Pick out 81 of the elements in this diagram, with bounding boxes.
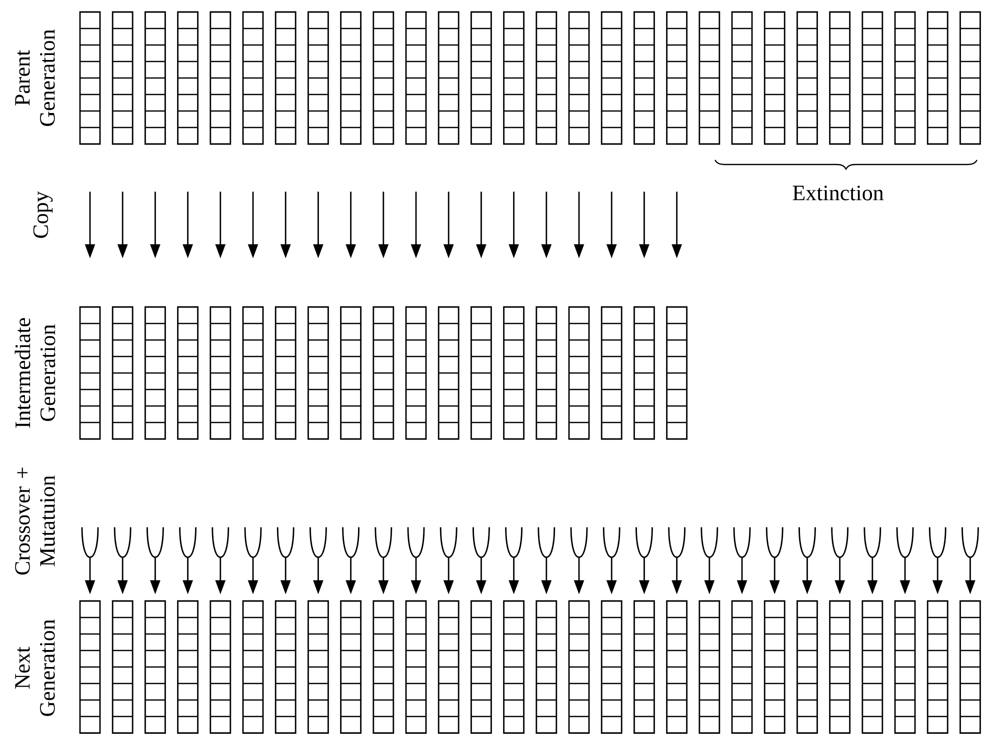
chromosome-bar xyxy=(796,600,818,734)
chromosome-bar xyxy=(405,11,427,145)
chromosome-bar xyxy=(536,600,558,734)
chromosome-bar xyxy=(568,600,590,734)
chromosome-bar xyxy=(764,11,786,145)
chromosome-bar xyxy=(112,600,134,734)
row-label: Copy xyxy=(33,191,53,238)
chromosome-bar xyxy=(568,11,590,145)
chromosome-bar xyxy=(79,306,101,440)
chromosome-bar xyxy=(242,11,264,145)
chromosome-bar xyxy=(274,11,296,145)
chromosome-bar xyxy=(600,306,622,440)
chromosome-bar xyxy=(634,11,655,145)
chromosome-bar xyxy=(144,306,166,440)
chromosome-bar xyxy=(372,600,394,734)
chromosome-bar xyxy=(177,11,198,145)
chromosome-bar xyxy=(438,600,460,734)
row-label: Intermediate Generation xyxy=(14,318,56,428)
chromosome-bar xyxy=(112,11,134,145)
row-label: Parent Generation xyxy=(15,29,55,126)
chromosome-bar xyxy=(829,600,850,734)
chromosome-bar xyxy=(340,306,362,440)
chromosome-bar xyxy=(438,11,460,145)
chromosome-bar xyxy=(242,306,264,440)
chromosome-bar xyxy=(666,11,688,145)
chromosome-bar xyxy=(926,600,948,734)
chromosome-bar xyxy=(503,11,524,145)
row-label: Crossover + Mutatuion xyxy=(15,468,55,575)
chromosome-bar xyxy=(698,600,720,734)
chromosome-bar xyxy=(405,600,427,734)
chromosome-bar xyxy=(438,306,460,440)
chromosome-bar xyxy=(308,600,329,734)
chromosome-bar xyxy=(340,600,362,734)
chromosome-bar xyxy=(796,11,818,145)
chromosome-bar xyxy=(894,11,916,145)
chromosome-bar xyxy=(731,600,753,734)
chromosome-bar xyxy=(503,600,524,734)
chromosome-bar xyxy=(503,306,524,440)
chromosome-bar xyxy=(210,306,232,440)
chromosome-bar xyxy=(308,306,329,440)
chromosome-bar xyxy=(144,600,166,734)
chromosome-bar xyxy=(177,600,198,734)
chromosome-bar xyxy=(894,600,916,734)
chromosome-bar xyxy=(112,306,134,440)
chromosome-bar xyxy=(470,11,492,145)
chromosome-bar xyxy=(274,600,296,734)
chromosome-bar xyxy=(731,11,753,145)
chromosome-bar xyxy=(308,11,329,145)
brace-label: Extinction xyxy=(792,186,884,200)
chromosome-bar xyxy=(210,600,232,734)
chromosome-bar xyxy=(274,306,296,440)
chromosome-bar xyxy=(960,11,981,145)
chromosome-bar xyxy=(862,600,884,734)
chromosome-bar xyxy=(405,306,427,440)
chromosome-bar xyxy=(600,600,622,734)
chromosome-bar xyxy=(666,306,688,440)
chromosome-bar xyxy=(372,306,394,440)
chromosome-bar xyxy=(764,600,786,734)
chromosome-bar xyxy=(862,11,884,145)
chromosome-bar xyxy=(536,306,558,440)
chromosome-bar xyxy=(210,11,232,145)
chromosome-bar xyxy=(372,11,394,145)
chromosome-bar xyxy=(600,11,622,145)
chromosome-bar xyxy=(536,11,558,145)
chromosome-bar xyxy=(634,306,655,440)
chromosome-bar xyxy=(242,600,264,734)
chromosome-bar xyxy=(177,306,198,440)
chromosome-bar xyxy=(79,600,101,734)
row-label: Next Generation xyxy=(15,619,55,716)
chromosome-bar xyxy=(568,306,590,440)
chromosome-bar xyxy=(144,11,166,145)
chromosome-bar xyxy=(926,11,948,145)
chromosome-bar xyxy=(634,600,655,734)
chromosome-bar xyxy=(666,600,688,734)
chromosome-bar xyxy=(79,11,101,145)
chromosome-bar xyxy=(829,11,850,145)
chromosome-bar xyxy=(340,11,362,145)
chromosome-bar xyxy=(470,600,492,734)
chromosome-bar xyxy=(470,306,492,440)
chromosome-bar xyxy=(698,11,720,145)
chromosome-bar xyxy=(960,600,981,734)
